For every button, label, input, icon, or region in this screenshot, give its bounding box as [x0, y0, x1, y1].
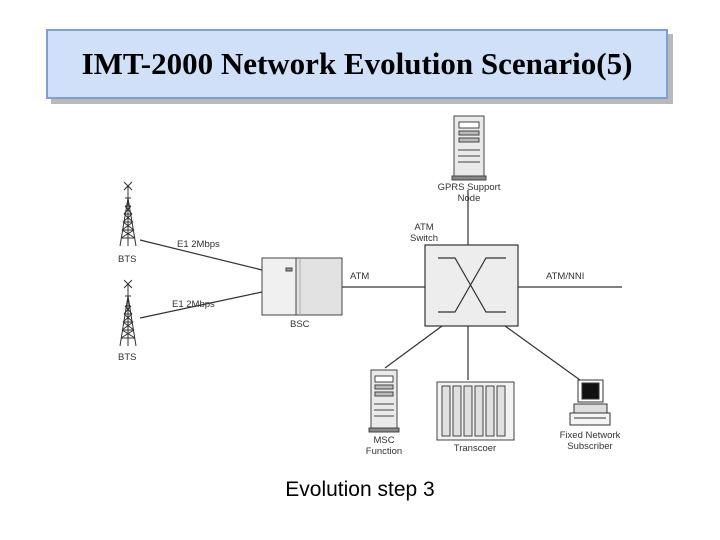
label-switch-line2: Switch: [410, 233, 438, 244]
label-e1-bottom: E1 2Mbps: [172, 299, 215, 310]
msc-server-icon: [368, 369, 400, 433]
bsc-cabinet-icon: [261, 257, 343, 316]
slide-title: IMT-2000 Network Evolution Scenario(5): [81, 46, 633, 81]
link-switch-to-msc: [384, 325, 443, 369]
atm-switch-icon: [424, 244, 519, 327]
connections: [139, 190, 622, 381]
caption: Evolution step 3: [285, 478, 435, 501]
title-box: IMT-2000 Network Evolution Scenario(5): [46, 29, 668, 99]
label-fixed-line1: Fixed Network: [560, 430, 621, 441]
label-e1-top: E1 2Mbps: [177, 239, 220, 250]
bts-tower-icon: [119, 279, 137, 347]
transcoder-rack-icon: [436, 381, 515, 441]
link-bts-bottom-to-bsc: [139, 291, 263, 319]
label-gprs-line1: GPRS Support: [438, 182, 501, 193]
label-msc-line1: MSC: [373, 435, 394, 446]
label-bts-bottom: BTS: [118, 352, 136, 363]
bts-tower-icon: [119, 181, 137, 247]
label-msc-line2: Function: [366, 446, 402, 457]
label-bsc: BSC: [290, 319, 310, 330]
label-fixed-line2: Subscriber: [567, 441, 612, 452]
label-atm: ATM: [350, 271, 369, 282]
label-transcoder: Transcoer: [454, 443, 496, 454]
label-bts-top: BTS: [118, 254, 136, 265]
label-switch-line1: ATM: [414, 222, 433, 233]
subscriber-terminal-icon: [569, 379, 611, 426]
link-bts-top-to-bsc: [139, 239, 263, 271]
label-gprs-line2: Node: [458, 193, 481, 204]
label-atm-nni: ATM/NNI: [546, 271, 584, 282]
gprs-server-icon: [451, 115, 487, 181]
diagram-labels: BTS BTS E1 2Mbps E1 2Mbps ATM ATM/NNI BS…: [118, 182, 621, 457]
link-switch-to-fixed: [504, 325, 581, 381]
